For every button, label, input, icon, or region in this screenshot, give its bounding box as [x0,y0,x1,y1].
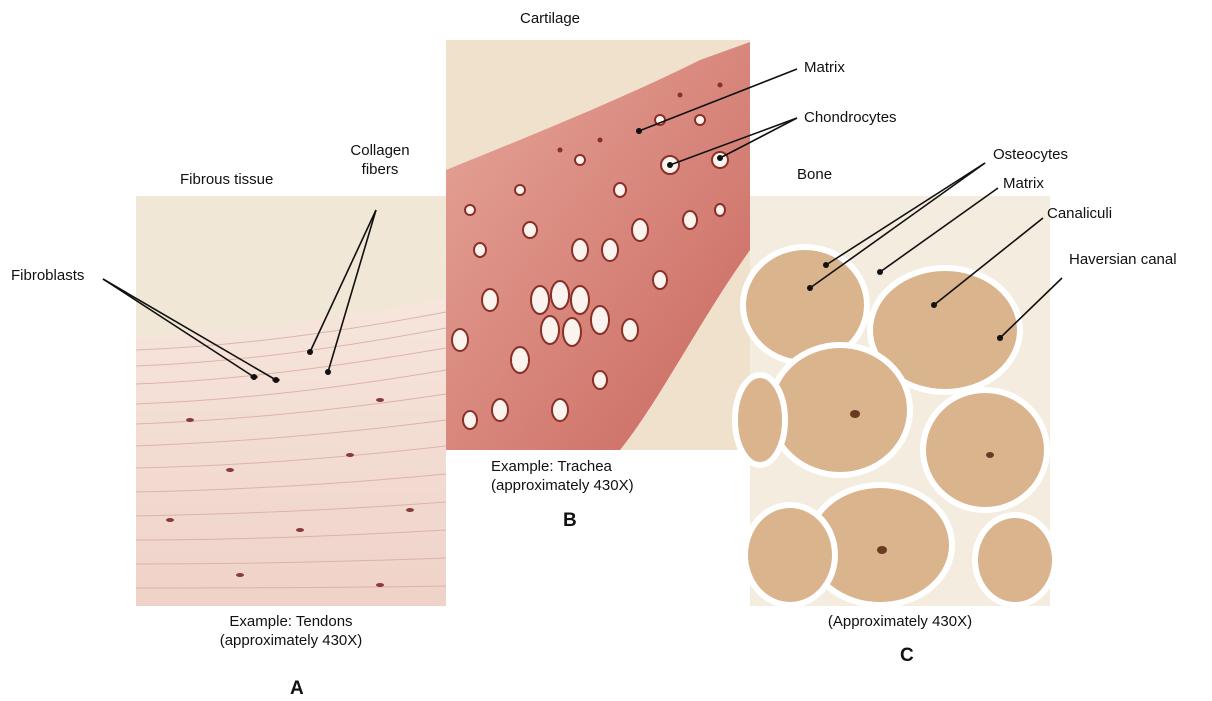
panel-c-title: Bone [797,165,832,184]
panel-a-caption-line2: (approximately 430X) [176,631,406,650]
panel-b-image [446,40,750,450]
collagen-label-line2: fibers [340,160,420,179]
matrix-label-c: Matrix [1003,174,1044,193]
panel-c-image [735,196,1055,606]
panel-a-caption: Example: Tendons (approximately 430X) [176,612,406,650]
panel-a-image [136,196,446,606]
panel-b-caption: Example: Trachea (approximately 430X) [491,457,634,495]
panel-b-caption-line1: Example: Trachea [491,457,634,476]
panel-a-title: Fibrous tissue [180,170,273,189]
collagen-fibers-label: Collagen fibers [340,141,420,179]
panel-c-letter: C [900,645,914,667]
panel-c-caption: (Approximately 430X) [800,612,1000,631]
canaliculi-label: Canaliculi [1047,204,1112,223]
fibroblasts-label: Fibroblasts [11,266,84,285]
panel-a-letter: A [290,678,304,700]
chondrocytes-label: Chondrocytes [804,108,897,127]
panel-b-letter: B [563,510,577,532]
osteocytes-label: Osteocytes [993,145,1068,164]
collagen-label-line1: Collagen [340,141,420,160]
haversian-canal-label: Haversian canal [1069,250,1177,269]
panel-b-title: Cartilage [520,9,580,28]
panel-a-caption-line1: Example: Tendons [176,612,406,631]
matrix-label-b: Matrix [804,58,845,77]
panel-b-caption-line2: (approximately 430X) [491,476,634,495]
